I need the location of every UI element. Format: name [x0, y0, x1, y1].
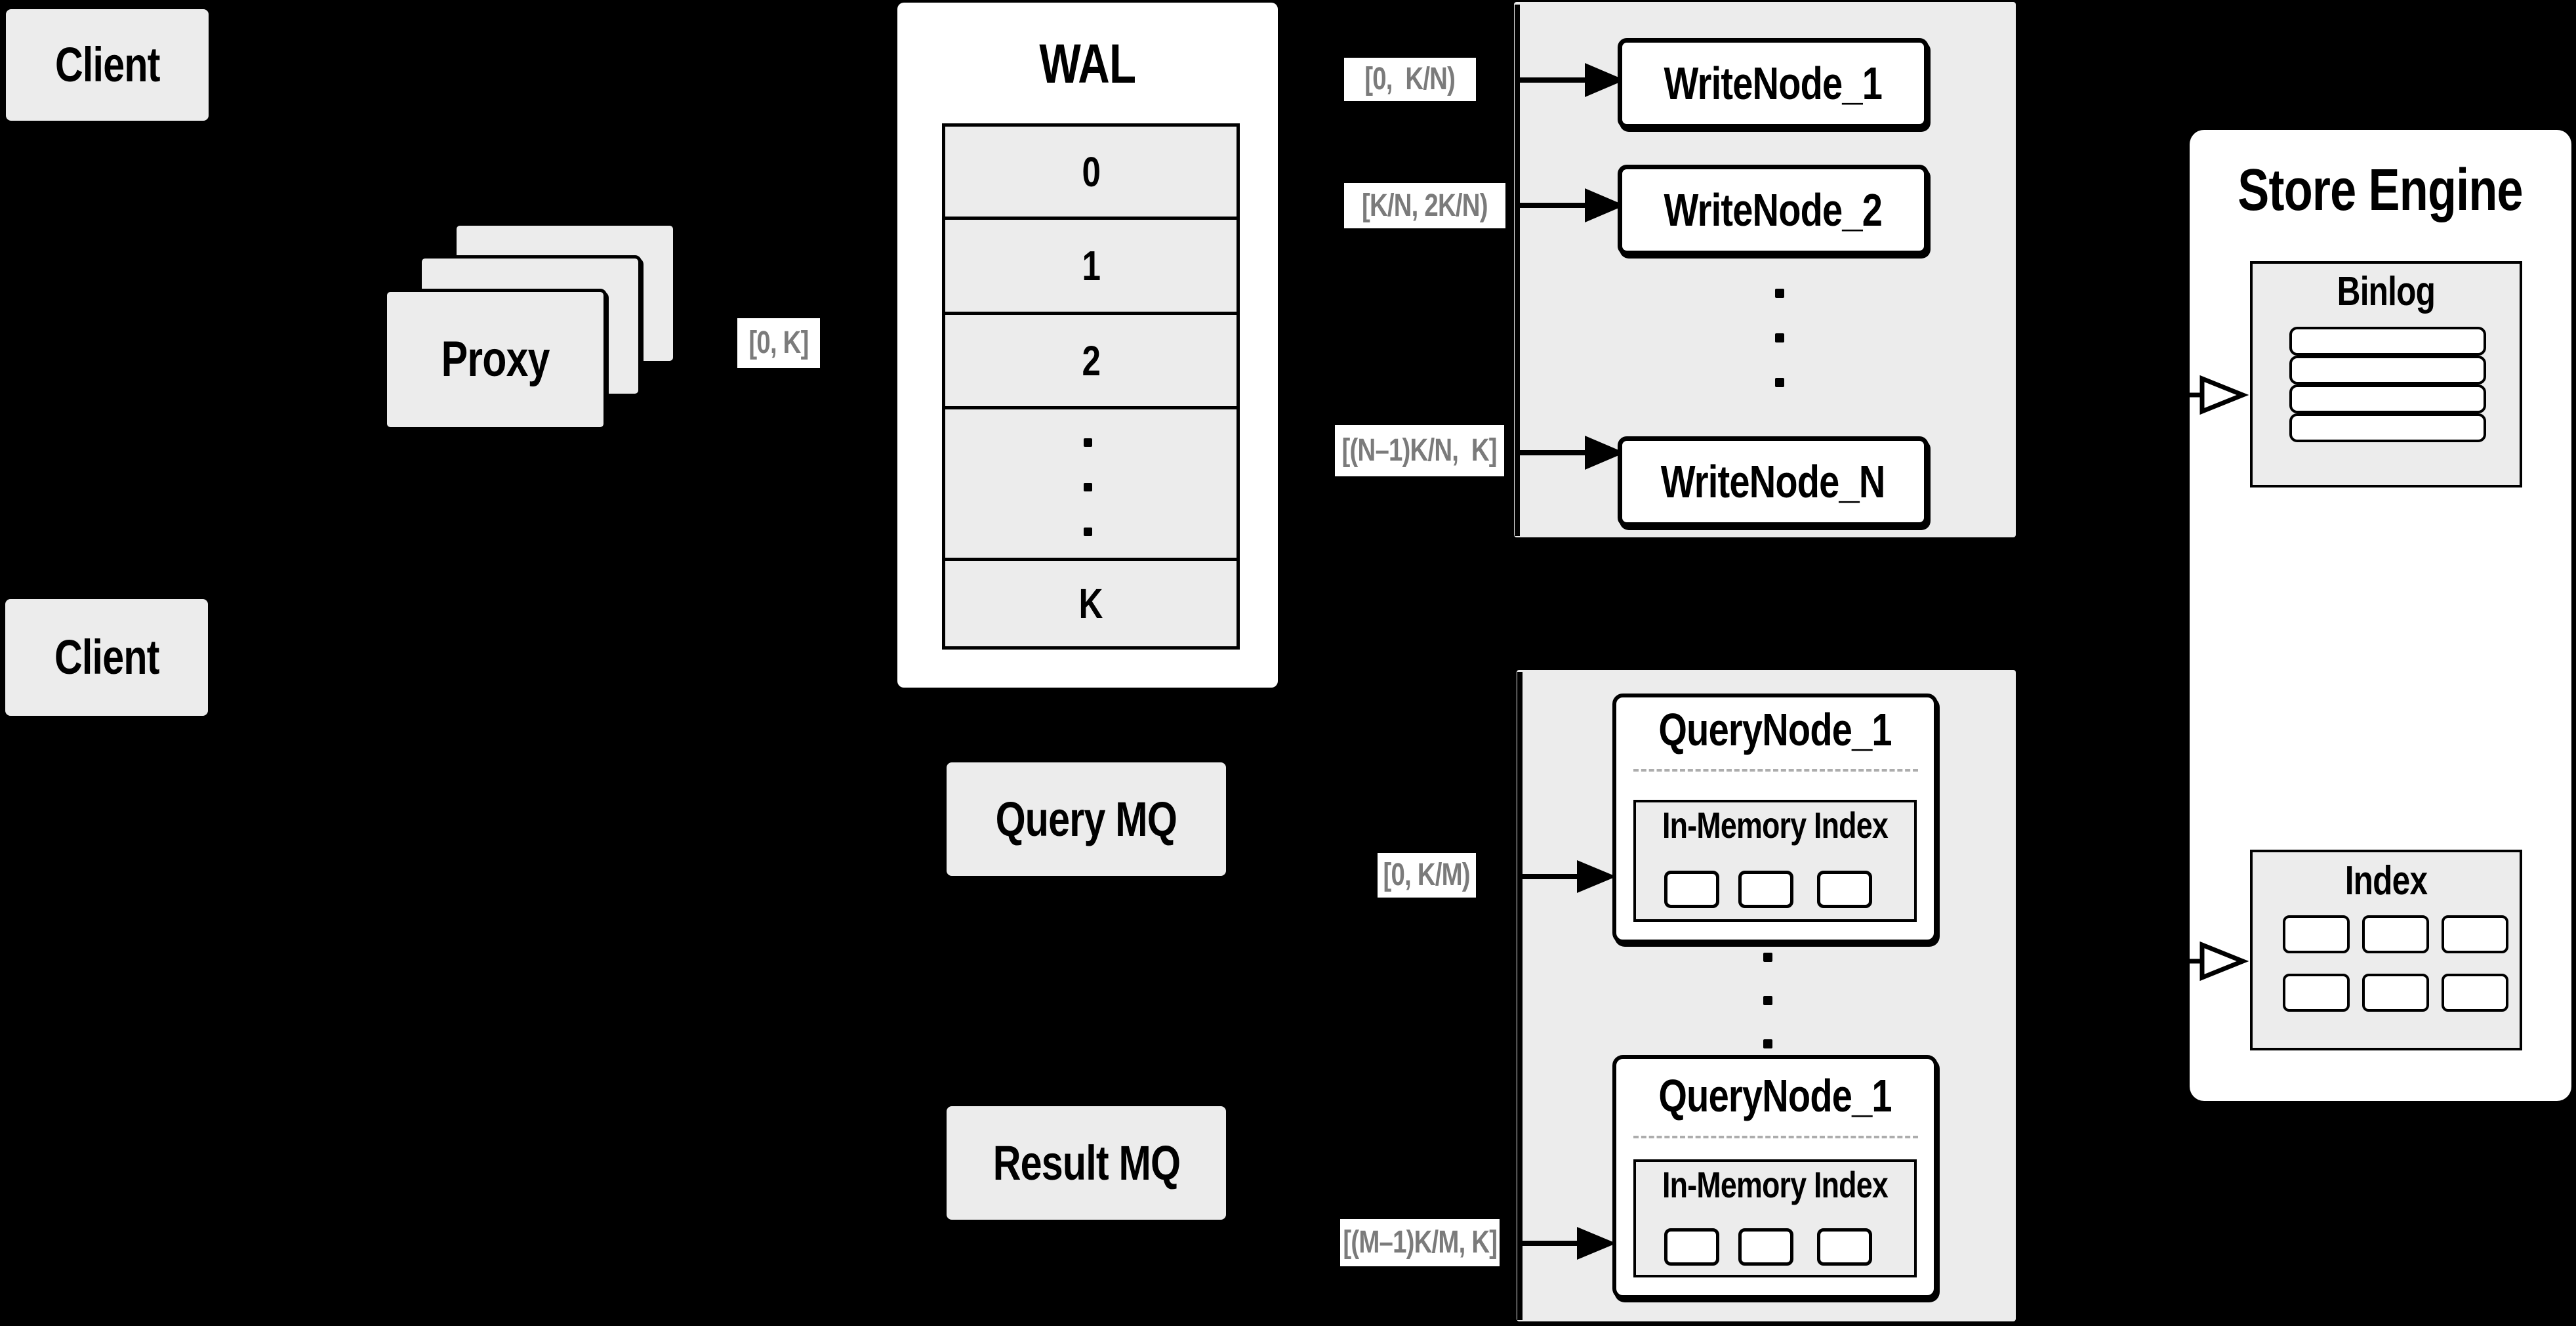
result-mq-label: Result MQ [992, 1135, 1180, 1190]
querynodes-to-index-arrow [2019, 941, 2249, 982]
query-mq-label: Query MQ [995, 791, 1177, 846]
client-bottom-label: Client [54, 630, 159, 684]
write-node-2-label: WriteNode_2 [1664, 184, 1883, 236]
store-index-cell [2283, 974, 2350, 1012]
wal-segment-row-2: 2 [942, 312, 1240, 409]
binlog-row [2289, 384, 2486, 413]
wal-segment-row-0: 0 [942, 123, 1240, 220]
store-index-cell [2442, 974, 2508, 1012]
query-node-bottom-title: QueryNode_1 [1658, 1070, 1892, 1121]
range-label-write-1: [0, K/N) [1344, 58, 1476, 101]
ellipsis-dot [1084, 438, 1092, 447]
write-node-1-label: WriteNode_1 [1664, 58, 1883, 109]
in-memory-index-bottom-title-wrap: In-Memory Index [1633, 1165, 1917, 1205]
index-segment-cell [1738, 871, 1793, 908]
ellipsis-dot [1763, 953, 1772, 962]
range-label-proxy-wal: [0, K] [737, 318, 820, 368]
range-label-query-m: [(M–1)K/M, K] [1340, 1219, 1500, 1266]
writenodes-to-binlog-arrow [2019, 375, 2249, 415]
binlog-row [2289, 413, 2486, 442]
index-segment-cell [1664, 871, 1719, 908]
store-index-title: Index [2344, 858, 2428, 903]
wal-to-writenode-1-arrow [1515, 63, 1625, 97]
write-node-2: WriteNode_2 [1618, 165, 1929, 255]
store-engine-title-wrap: Store Engine [2190, 157, 2571, 223]
proxy-label: Proxy [441, 331, 550, 387]
range-label-query-m-text: [(M–1)K/M, K] [1343, 1225, 1498, 1260]
query-node-bottom-title-wrap: QueryNode_1 [1612, 1069, 1938, 1122]
ellipsis-dot [1775, 378, 1784, 387]
wal-segment-row-k: K [942, 558, 1240, 650]
index-segment-cell [1738, 1228, 1793, 1266]
wal-segment-1-label: 1 [1082, 242, 1100, 289]
mq-to-querynode-1-arrow [1517, 860, 1616, 893]
query-node-top-title-wrap: QueryNode_1 [1612, 703, 1938, 756]
range-label-write-n: [(N–1)K/N, K] [1335, 425, 1504, 476]
binlog-row [2289, 356, 2486, 384]
in-memory-index-top-title-wrap: In-Memory Index [1633, 806, 1917, 845]
binlog-title: Binlog [2337, 269, 2436, 314]
in-memory-index-bottom-title: In-Memory Index [1662, 1164, 1889, 1205]
client-node-top: Client [6, 9, 209, 121]
client-top-label: Client [54, 37, 160, 92]
query-node-top-divider [1633, 769, 1918, 772]
range-label-proxy-wal-text: [0, K] [748, 325, 809, 360]
write-node-n-label: WriteNode_N [1661, 456, 1886, 507]
wal-title: WAL [1039, 33, 1137, 94]
wal-segment-2-label: 2 [1082, 337, 1100, 384]
store-index-cell [2283, 915, 2350, 953]
index-segment-cell [1664, 1228, 1719, 1266]
ellipsis-dot [1763, 1039, 1772, 1048]
query-node-top-title: QueryNode_1 [1658, 704, 1892, 755]
wal-segment-0-label: 0 [1082, 148, 1100, 196]
ellipsis-dot [1775, 333, 1784, 342]
wal-to-writenode-n-arrow [1515, 436, 1625, 470]
ellipsis-dot [1084, 528, 1092, 536]
query-mq-node: Query MQ [947, 762, 1226, 876]
store-index-cell [2362, 974, 2429, 1012]
store-engine-title: Store Engine [2238, 157, 2524, 223]
wal-to-writenode-2-arrow [1515, 188, 1625, 222]
range-label-write-1-text: [0, K/N) [1364, 62, 1456, 96]
store-index-cell [2442, 915, 2508, 953]
index-segment-cell [1817, 1228, 1872, 1266]
query-node-bottom-divider [1633, 1136, 1918, 1138]
range-label-query-1: [0, K/M) [1378, 853, 1476, 898]
range-label-write-2-text: [K/N, 2K/N) [1362, 188, 1488, 223]
in-memory-index-top-title: In-Memory Index [1662, 804, 1889, 846]
ellipsis-dot [1084, 483, 1092, 491]
mq-to-querynode-m-arrow [1517, 1227, 1616, 1260]
wal-title-wrap: WAL [897, 34, 1278, 93]
ellipsis-dot [1775, 289, 1784, 298]
binlog-row [2289, 327, 2486, 356]
range-label-write-2: [K/N, 2K/N) [1344, 183, 1505, 228]
range-label-query-1-text: [0, K/M) [1383, 858, 1471, 892]
ellipsis-dot [1763, 996, 1772, 1005]
result-mq-node: Result MQ [947, 1106, 1226, 1220]
wal-segment-row-1: 1 [942, 217, 1240, 315]
write-node-1: WriteNode_1 [1618, 38, 1929, 129]
store-index-title-wrap: Index [2250, 858, 2522, 904]
store-index-cell [2362, 915, 2429, 953]
index-segment-cell [1817, 871, 1872, 908]
proxy-node: Proxy [384, 289, 607, 430]
binlog-title-wrap: Binlog [2250, 269, 2522, 315]
wal-segment-k-label: K [1078, 580, 1103, 627]
write-node-n: WriteNode_N [1618, 436, 1929, 527]
range-label-write-n-text: [(N–1)K/N, K] [1341, 433, 1498, 468]
client-node-bottom: Client [5, 599, 208, 716]
